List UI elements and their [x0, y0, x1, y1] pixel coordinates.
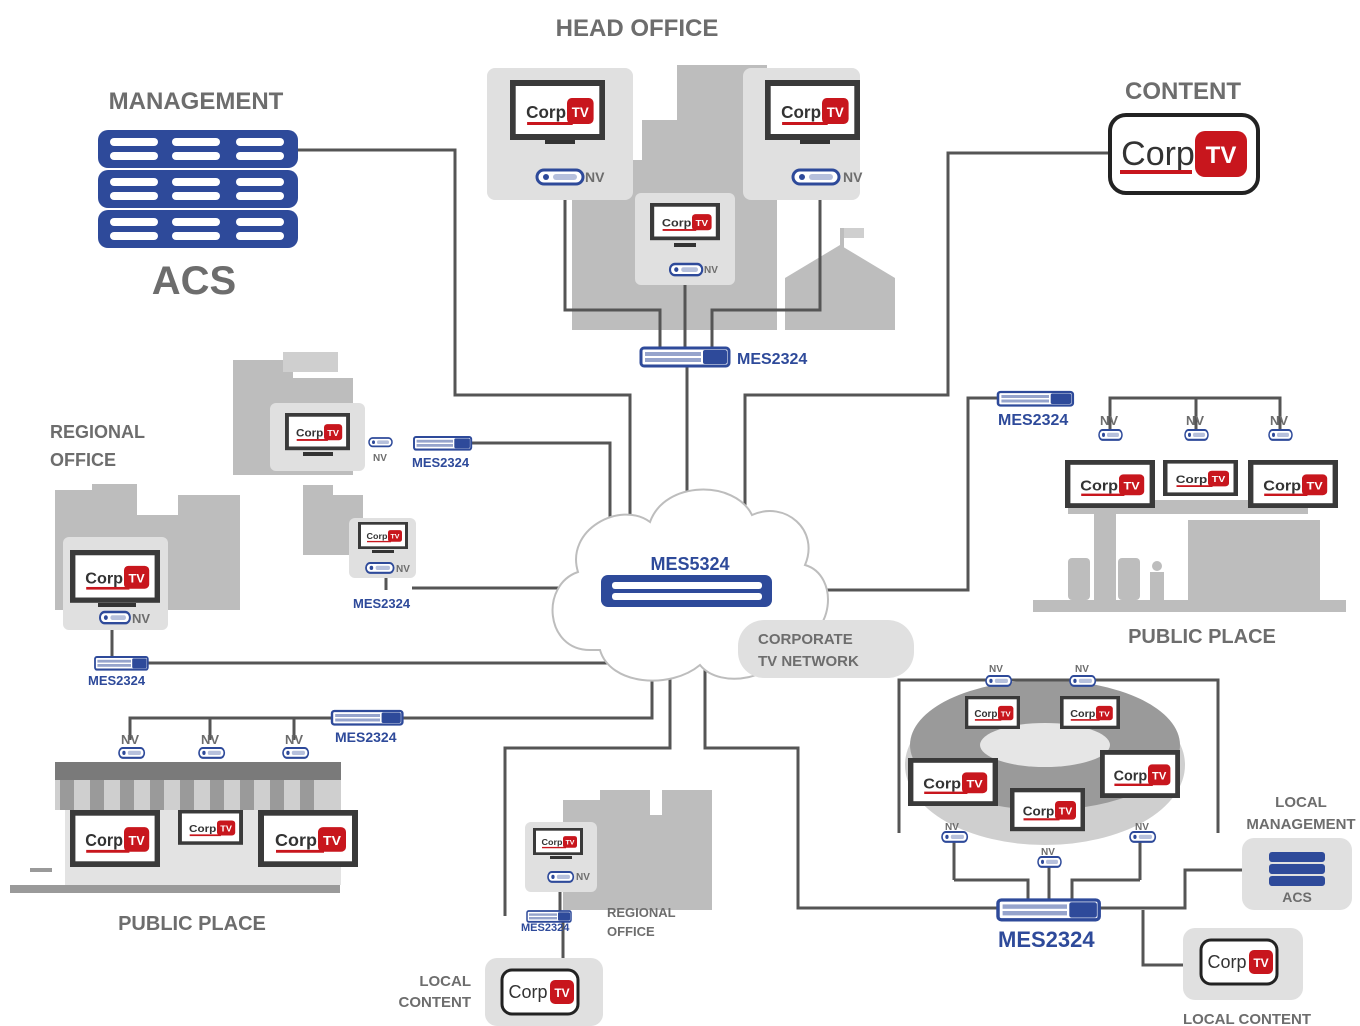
connection-lines [110, 148, 1282, 967]
local-management-line2: MANAGEMENT [1246, 816, 1355, 833]
local-acs-label: ACS [1282, 889, 1312, 905]
tv-head-office-1 [510, 80, 605, 144]
tv-regional-2 [358, 522, 408, 553]
nv-label-regional-3: NV [132, 611, 150, 626]
nv-label-stadium-1: NV [989, 664, 1003, 675]
local-content-left-line1: LOCAL [419, 973, 471, 990]
nv-label-shop-2: NV [201, 732, 219, 747]
acs-title: ACS [152, 259, 236, 303]
public-place-right-title: PUBLIC PLACE [1128, 626, 1276, 648]
local-content-left-line2: CONTENT [399, 994, 472, 1011]
nv-label-stadium-5: NV [1135, 822, 1149, 833]
tv-head-office-3 [650, 203, 720, 247]
nv-label-public-1: NV [1100, 413, 1118, 428]
nv-label-public-2: NV [1186, 413, 1204, 428]
regional-office-small-line2: OFFICE [607, 924, 655, 939]
nv-label-regional-2: NV [396, 564, 410, 575]
regional-office-small-line1: REGIONAL [607, 905, 676, 920]
nv-label-stadium-2: NV [1075, 664, 1089, 675]
local-content-right-title: LOCAL CONTENT [1183, 1011, 1311, 1026]
corporate-network-line2: TV NETWORK [758, 653, 859, 670]
acs-server-icon [98, 130, 298, 248]
tv-regional-1 [285, 413, 350, 456]
tv-public-right-1 [1065, 460, 1155, 508]
head-office-title: HEAD OFFICE [556, 15, 719, 42]
mes2324-label-public-right: MES2324 [998, 412, 1068, 429]
tv-regional-3 [70, 550, 160, 607]
svg-text:Corp: Corp [1207, 952, 1246, 972]
tv-stadium-3 [908, 758, 998, 806]
public-place-left-title: PUBLIC PLACE [118, 913, 266, 935]
core-switch [601, 575, 772, 607]
corporate-network-line1: CORPORATE [758, 631, 853, 648]
nv-label-stadium-3: NV [945, 822, 959, 833]
mes2324-label-regional1: MES2324 [412, 455, 470, 470]
tv-regional-small [533, 828, 583, 859]
labels: HEAD OFFICE MANAGEMENT ACS CONTENT REGIO… [50, 15, 1356, 1026]
tv-stadium-5 [1010, 788, 1085, 832]
tv-stadium-2 [1060, 696, 1120, 729]
svg-text:TV: TV [1253, 956, 1268, 970]
local-content-left: Corp TV [485, 958, 603, 1026]
regional-office-title-line1: REGIONAL [50, 422, 145, 442]
local-acs-panel [1242, 838, 1352, 910]
mes2324-label-shop: MES2324 [335, 729, 397, 745]
tv-public-right-3 [1248, 460, 1338, 508]
nv-label-head-1: NV [585, 169, 605, 185]
nv-label-public-3: NV [1270, 413, 1288, 428]
nv-label-regional-small: NV [576, 872, 590, 883]
local-content-right: Corp TV [1183, 928, 1303, 1000]
mes2324-label-head: MES2324 [737, 351, 807, 368]
mes2324-label-regional3: MES2324 [88, 673, 146, 688]
content-logo-corp: Corp [1121, 135, 1195, 173]
mes2324-label-stadium: MES2324 [998, 927, 1095, 952]
management-title: MANAGEMENT [109, 88, 284, 115]
nv-label-head-2: NV [843, 169, 863, 185]
gas-station [1033, 500, 1346, 612]
nv-label-head-3: NV [704, 265, 718, 276]
regional-office-title-line2: OFFICE [50, 450, 116, 470]
tv-public-right-2 [1163, 460, 1238, 496]
content-title: CONTENT [1125, 78, 1241, 105]
svg-text:TV: TV [554, 986, 569, 1000]
nv-label-stadium-4: NV [1041, 847, 1055, 858]
content-logo-tv: TV [1206, 142, 1237, 169]
content-logo: Corp TV [1108, 113, 1260, 195]
nv-label-regional-1: NV [373, 453, 387, 464]
mes2324-label-regional-small: MES2324 [521, 922, 570, 934]
tv-stadium-4 [1100, 750, 1180, 798]
mes2324-label-regional2: MES2324 [353, 596, 411, 611]
tv-shop-1 [70, 810, 160, 867]
core-switch-label: MES5324 [650, 554, 729, 574]
nv-label-shop-3: NV [285, 732, 303, 747]
tv-head-office-2 [765, 80, 860, 144]
tv-shop-2 [178, 810, 243, 845]
svg-text:Corp: Corp [508, 982, 547, 1002]
local-management-line1: LOCAL [1275, 794, 1327, 811]
tv-stadium-1 [965, 696, 1020, 729]
nv-label-shop-1: NV [121, 732, 139, 747]
tv-shop-3 [258, 810, 358, 867]
